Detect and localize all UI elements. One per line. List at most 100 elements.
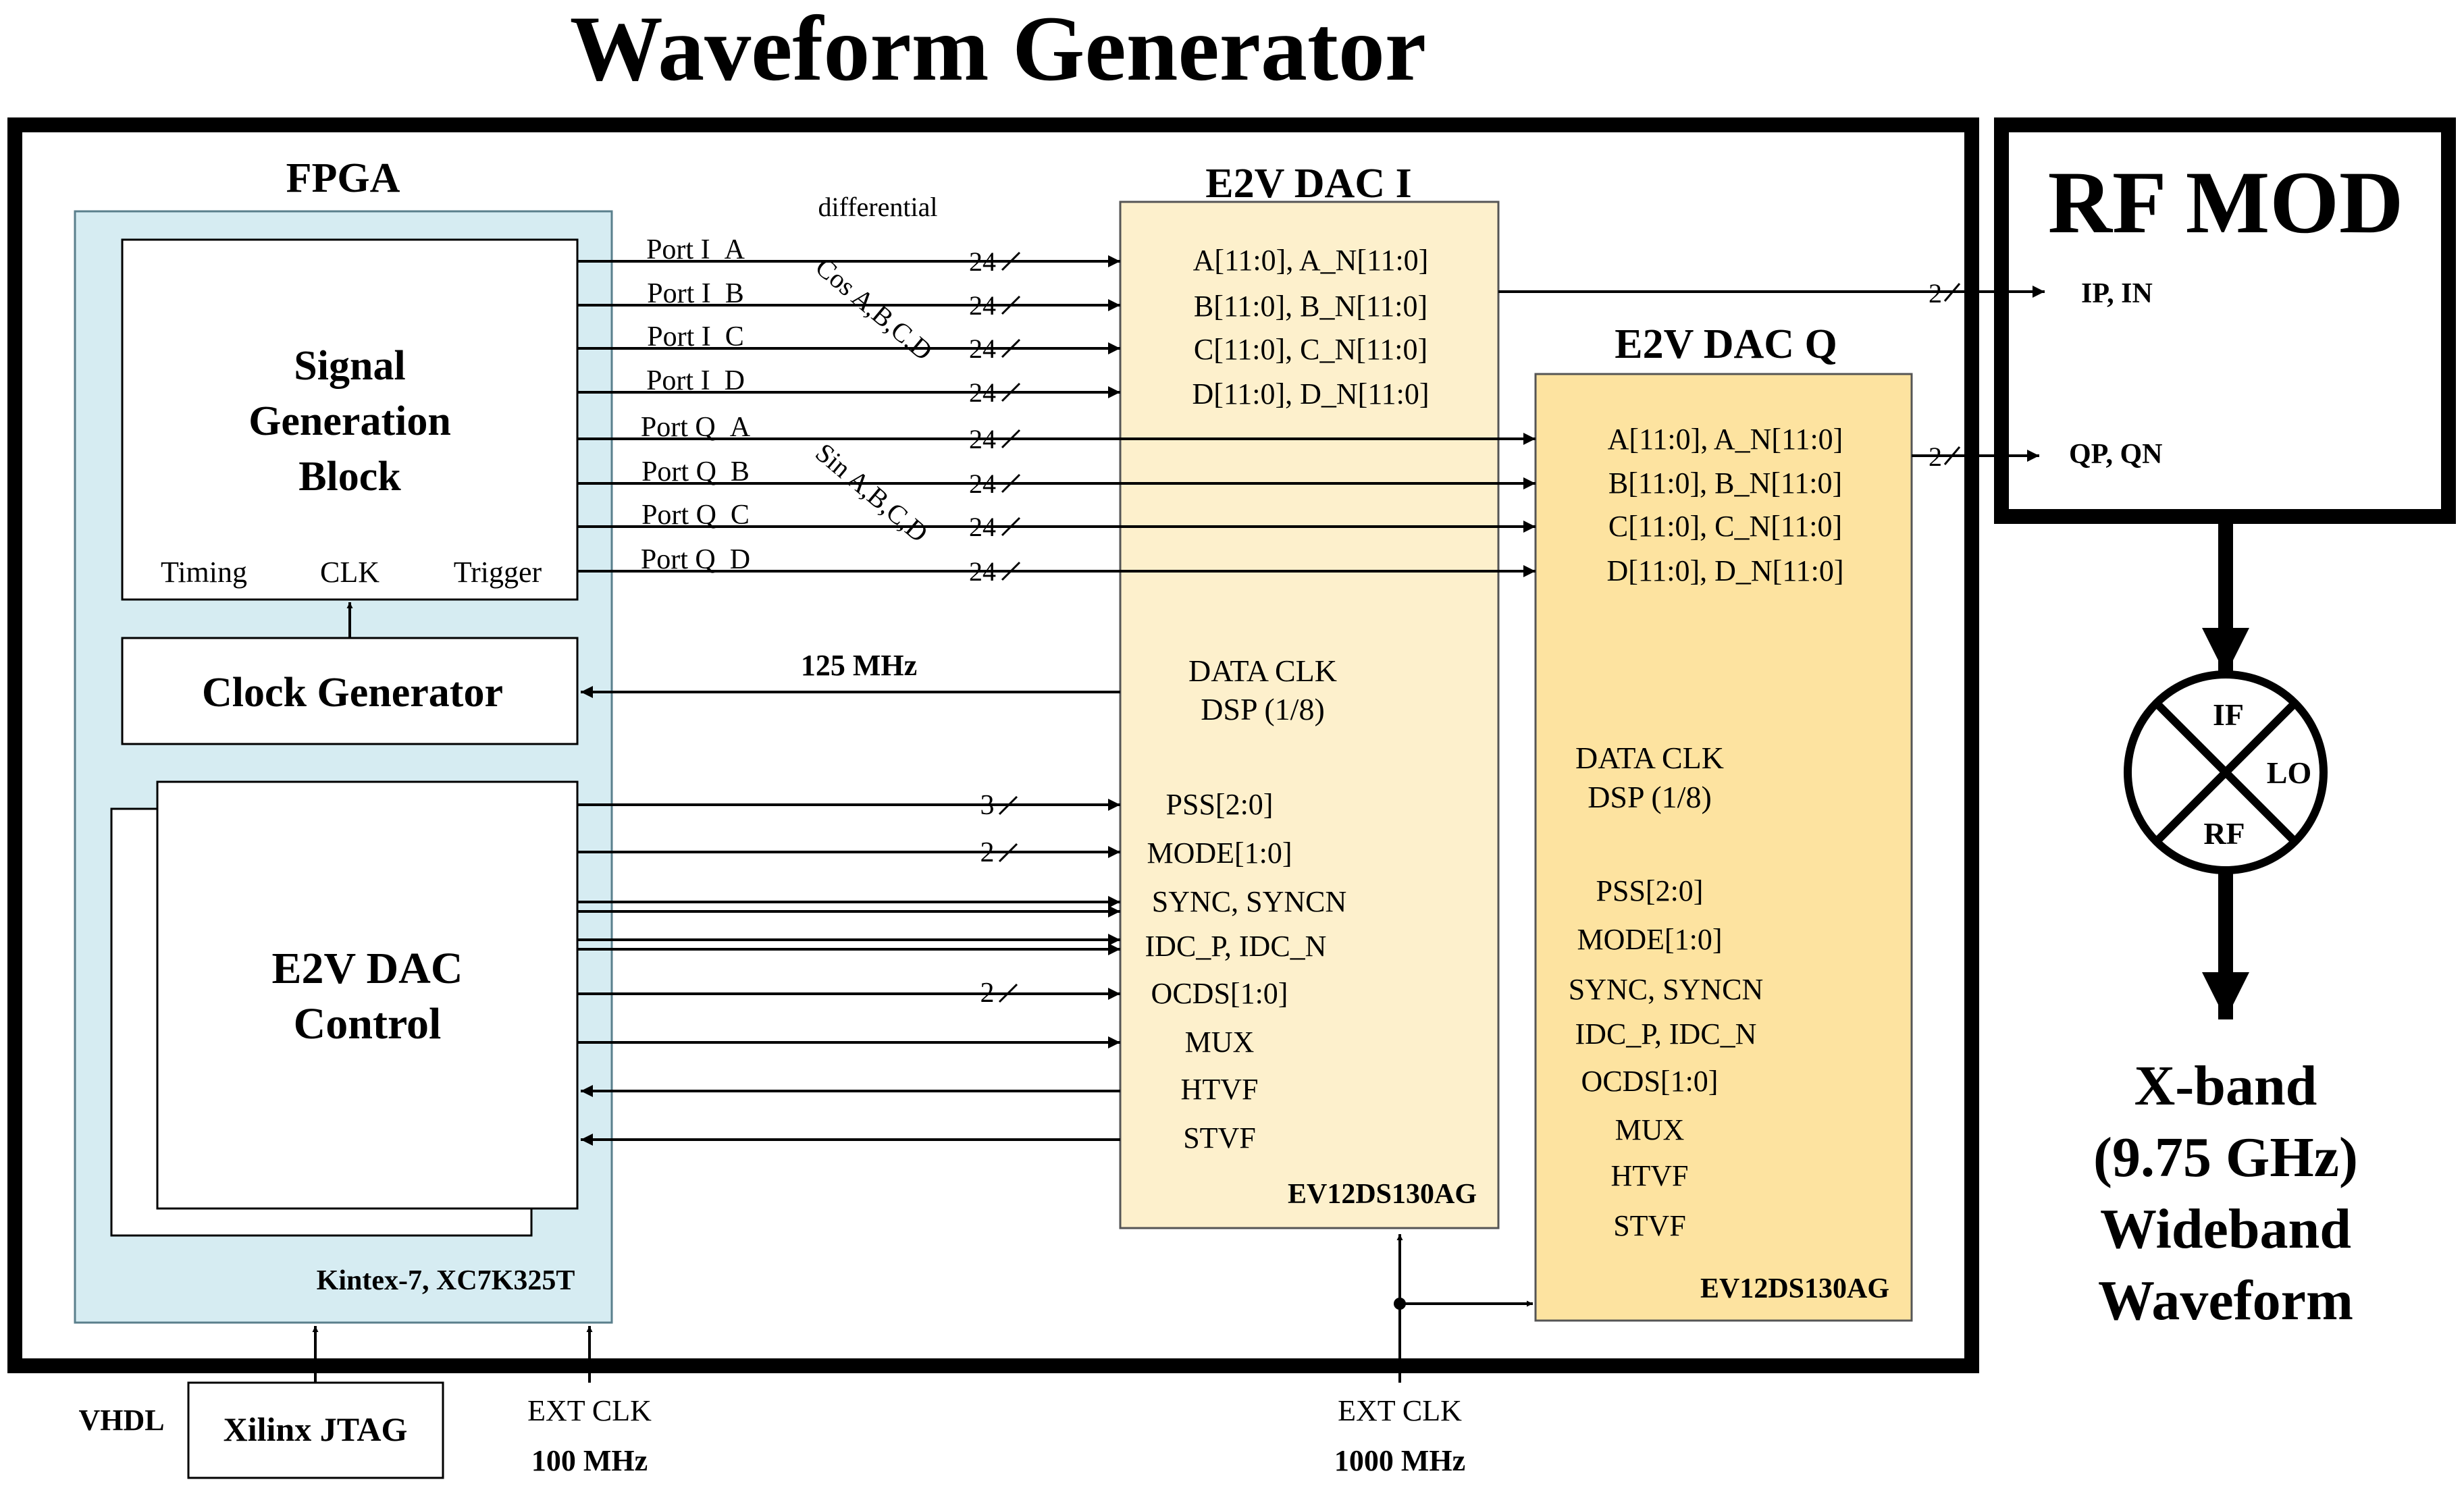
port-label: Port I_A — [646, 234, 745, 265]
bus-slash — [1001, 561, 1021, 581]
port-label: Port I_D — [646, 365, 745, 396]
dac-q-input-a: A[11:0], A_N[11:0] — [1608, 423, 1843, 456]
ip-slash — [1943, 283, 1961, 302]
dac-i-dsp: DSP (1/8) — [1201, 692, 1325, 726]
dac-i-ctrl-sync: SYNC, SYNCN — [1152, 885, 1347, 918]
dac-i-body — [1119, 201, 1500, 1229]
port-label: Port Q_A — [641, 412, 751, 443]
dac-control-line-2: Control — [294, 999, 442, 1048]
fpga-block: FPGA Signal Generation Block Timing CLK … — [74, 155, 613, 1324]
dac-q-input-c: C[11:0], C_N[11:0] — [1608, 510, 1842, 543]
sin-label: Sin A,B,C,D — [810, 437, 934, 548]
bus-width-label: 24 — [969, 512, 996, 542]
timing-label: Timing — [161, 556, 247, 589]
clock-generator-block — [121, 637, 579, 745]
dac-q-data-clk: DATA CLK — [1575, 741, 1724, 775]
bus-slash — [1001, 251, 1021, 271]
dac-i-block: E2V DAC I A[11:0], A_N[11:0] B[11:0], B_… — [1119, 161, 1500, 1229]
freq-125-label: 125 MHz — [801, 649, 917, 682]
ext-clk-1000-label: EXT CLK — [1338, 1394, 1462, 1427]
clk-label: CLK — [320, 556, 379, 589]
trigger-label: Trigger — [454, 556, 542, 589]
bus-slash — [1001, 473, 1021, 494]
port-label: Port Q_C — [641, 500, 750, 531]
jtag-box — [187, 1381, 444, 1479]
rf-mod-ip: IP, IN — [2081, 278, 2153, 309]
output-line-4: Waveform — [2098, 1269, 2353, 1332]
dac-q-ctrl-idc: IDC_P, IDC_N — [1575, 1017, 1757, 1051]
dac-i-input-d: D[11:0], D_N[11:0] — [1192, 377, 1429, 410]
port-label: Port Q_D — [641, 544, 750, 575]
mixer-rf: RF — [2203, 816, 2245, 851]
bus-width-label: 24 — [969, 290, 996, 321]
dac-i-title: E2V DAC I — [1205, 161, 1411, 207]
dac-i-ctrl-pss: PSS[2:0] — [1166, 788, 1274, 821]
dac-i-input-b: B[11:0], B_N[11:0] — [1194, 290, 1427, 323]
control-lines — [577, 799, 1120, 1146]
dac-q-body — [1534, 373, 1913, 1322]
ocds-slash — [998, 983, 1018, 1003]
bus-width-label: 24 — [969, 556, 996, 587]
differential-label: differential — [818, 192, 938, 222]
dac-i-part: EV12DS130AG — [1288, 1179, 1477, 1210]
rf-mod-qp: QP, QN — [2069, 439, 2162, 470]
dac-q-part: EV12DS130AG — [1700, 1273, 1889, 1304]
pss-width-label: 3 — [980, 790, 995, 821]
ext-1000-freq: 1000 MHz — [1334, 1444, 1465, 1477]
signal-block-line-1: Signal — [294, 343, 405, 389]
dac-i-ctrl-ocds: OCDS[1:0] — [1151, 977, 1288, 1010]
qp-slash — [1943, 446, 1961, 465]
bus-slash — [1001, 295, 1021, 315]
jtag-label: Xilinx JTAG — [224, 1410, 408, 1448]
dac-i-input-a: A[11:0], A_N[11:0] — [1193, 244, 1429, 277]
dac-control-line-1: E2V DAC — [272, 944, 463, 993]
dac-q-title: E2V DAC Q — [1615, 321, 1837, 367]
mixer-if: IF — [2213, 697, 2244, 732]
bus-slash — [1001, 429, 1021, 449]
ocds-width-label: 2 — [980, 978, 995, 1009]
signal-block-line-3: Block — [298, 454, 401, 500]
pss-slash — [998, 795, 1018, 816]
dac-i-ctrl-htvf: HTVF — [1181, 1073, 1259, 1106]
output-line-3: Wideband — [2100, 1198, 2351, 1260]
dac-i-ctrl-idc: IDC_P, IDC_N — [1145, 930, 1327, 963]
signal-block-line-2: Generation — [248, 398, 451, 444]
port-label: Port I_B — [647, 278, 744, 309]
bus-width-label: 24 — [969, 377, 996, 408]
dac-i-ctrl-mode: MODE[1:0] — [1147, 836, 1292, 870]
rf-mod-title: RF MOD — [2048, 153, 2404, 252]
bus-width-label: 24 — [969, 469, 996, 499]
mixer-lo: LO — [2267, 755, 2311, 790]
dac-q-ctrl-stvf: STVF — [1613, 1209, 1686, 1242]
dac-q-ctrl-pss: PSS[2:0] — [1596, 874, 1704, 907]
bus-width-label: 24 — [969, 424, 996, 454]
dac-i-data-clk: DATA CLK — [1188, 654, 1337, 688]
output-line-1: X-band — [2134, 1055, 2317, 1117]
mixer-cross-b — [2153, 699, 2299, 845]
dac-q-ctrl-htvf: HTVF — [1611, 1159, 1689, 1192]
bus-slash — [1001, 338, 1021, 358]
dac-q-ctrl-sync: SYNC, SYNCN — [1569, 973, 1764, 1006]
dac-control-block — [156, 780, 579, 1210]
port-label: Port I_C — [647, 321, 744, 352]
fpga-part-label: Kintex-7, XC7K325T — [317, 1265, 575, 1296]
ext-clk-100-label: EXT CLK — [527, 1394, 652, 1427]
mode-slash — [998, 843, 1018, 863]
output-line-2: (9.75 GHz) — [2093, 1126, 2358, 1189]
dac-q-block: E2V DAC Q A[11:0], A_N[11:0] B[11:0], B_… — [1534, 321, 1913, 1322]
mixer: IF LO RF — [2124, 670, 2328, 874]
signal-generation-block — [121, 238, 579, 601]
dac-i-input-c: C[11:0], C_N[11:0] — [1194, 333, 1427, 366]
dac-i-ctrl-stvf: STVF — [1183, 1121, 1256, 1154]
port-label: Port Q_B — [641, 456, 750, 487]
dac-q-input-d: D[11:0], D_N[11:0] — [1606, 554, 1843, 587]
clock-generator-label: Clock Generator — [202, 670, 503, 716]
dac-q-input-b: B[11:0], B_N[11:0] — [1608, 467, 1842, 500]
page-title: Waveform Generator — [570, 0, 1426, 100]
bus-slash — [1001, 382, 1021, 402]
bus-width-label: 24 — [969, 334, 996, 364]
bus-width-label: 24 — [969, 246, 996, 277]
dac-q-ctrl-ocds: OCDS[1:0] — [1581, 1065, 1719, 1098]
